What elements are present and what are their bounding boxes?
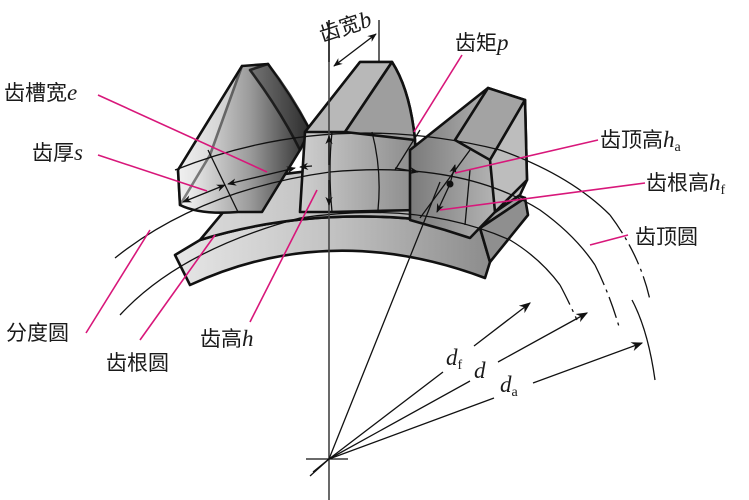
d-radial-upper bbox=[497, 312, 589, 363]
tooth-edge-line bbox=[207, 149, 239, 213]
root-circle-arc-dashed bbox=[559, 284, 578, 321]
space-width-arrow-right bbox=[299, 162, 313, 170]
label-root-circle: 齿根圆 bbox=[106, 351, 169, 375]
label-addendum: 齿顶高ha bbox=[600, 127, 682, 155]
dedendum-arrow bbox=[436, 183, 451, 213]
tooth-edge-line bbox=[464, 169, 471, 226]
gear-tooth-middle-side bbox=[343, 60, 417, 142]
da-radial-upper bbox=[532, 342, 644, 384]
label-addendum-circle: 齿顶圆 bbox=[635, 225, 698, 249]
radial-line-to-tooth bbox=[328, 181, 441, 460]
label-face-width: 齿宽b bbox=[316, 6, 375, 46]
label-tooth-height: 齿高h bbox=[200, 326, 254, 351]
face-width-arrow bbox=[333, 33, 377, 67]
df-radial-lower bbox=[328, 371, 444, 460]
tooth-edge-line bbox=[419, 149, 471, 219]
leader-addendum bbox=[454, 139, 599, 174]
gear-rim-side bbox=[478, 196, 530, 264]
label-space-width: 齿槽宽e bbox=[4, 80, 77, 105]
label-circular-pitch: 齿矩p bbox=[455, 30, 509, 55]
label-pitch-diameter: d bbox=[474, 358, 486, 383]
tooth-edge-line bbox=[371, 131, 380, 211]
gear-tooth-left-face bbox=[248, 62, 312, 152]
addendum-circle-arc bbox=[174, 132, 611, 216]
leader-circular-pitch bbox=[413, 54, 463, 133]
center-axis bbox=[306, 20, 441, 500]
label-tooth-thickness: 齿厚s bbox=[32, 140, 83, 165]
gear-dimension-arrows bbox=[182, 20, 457, 213]
leader-root-circle bbox=[139, 234, 216, 341]
tooth-thickness-arrow bbox=[182, 184, 226, 203]
leader-tooth-thickness bbox=[97, 154, 208, 192]
diameter-dimensions bbox=[328, 302, 644, 460]
root-circle-arc bbox=[119, 211, 561, 316]
space-width-arrow bbox=[227, 166, 296, 186]
pitch-circle-arc-dashed bbox=[594, 264, 621, 331]
leader-pitch-circle bbox=[85, 229, 151, 334]
leader-dedendum bbox=[439, 182, 646, 211]
pitch-circle-arc bbox=[114, 169, 596, 266]
gear-circles bbox=[114, 132, 656, 381]
d-radial-lower bbox=[328, 380, 471, 460]
addendum-arrow bbox=[449, 164, 457, 185]
pitch-arrow bbox=[394, 167, 419, 175]
addendum-circle-arc-lower bbox=[631, 299, 656, 381]
gear-tooth-right-side bbox=[488, 98, 529, 214]
label-dedendum: 齿根高hf bbox=[646, 170, 726, 198]
leader-space-width bbox=[97, 94, 268, 173]
leader-lines bbox=[85, 54, 646, 341]
addendum-circle-arc-dashed bbox=[609, 214, 651, 301]
label-pitch-circle: 分度圆 bbox=[6, 321, 69, 345]
da-radial-lower bbox=[328, 397, 495, 460]
df-radial-upper bbox=[473, 302, 531, 347]
svg-text:齿宽b: 齿宽b bbox=[316, 6, 375, 46]
label-root-diameter: df bbox=[446, 345, 463, 373]
gear-body bbox=[173, 60, 530, 287]
leader-tooth-height bbox=[249, 189, 318, 323]
tooth-edge-line bbox=[394, 129, 421, 171]
label-tip-diameter: da bbox=[500, 372, 519, 400]
center-radial-stub bbox=[312, 458, 330, 473]
leader-addendum-circle bbox=[589, 234, 629, 246]
